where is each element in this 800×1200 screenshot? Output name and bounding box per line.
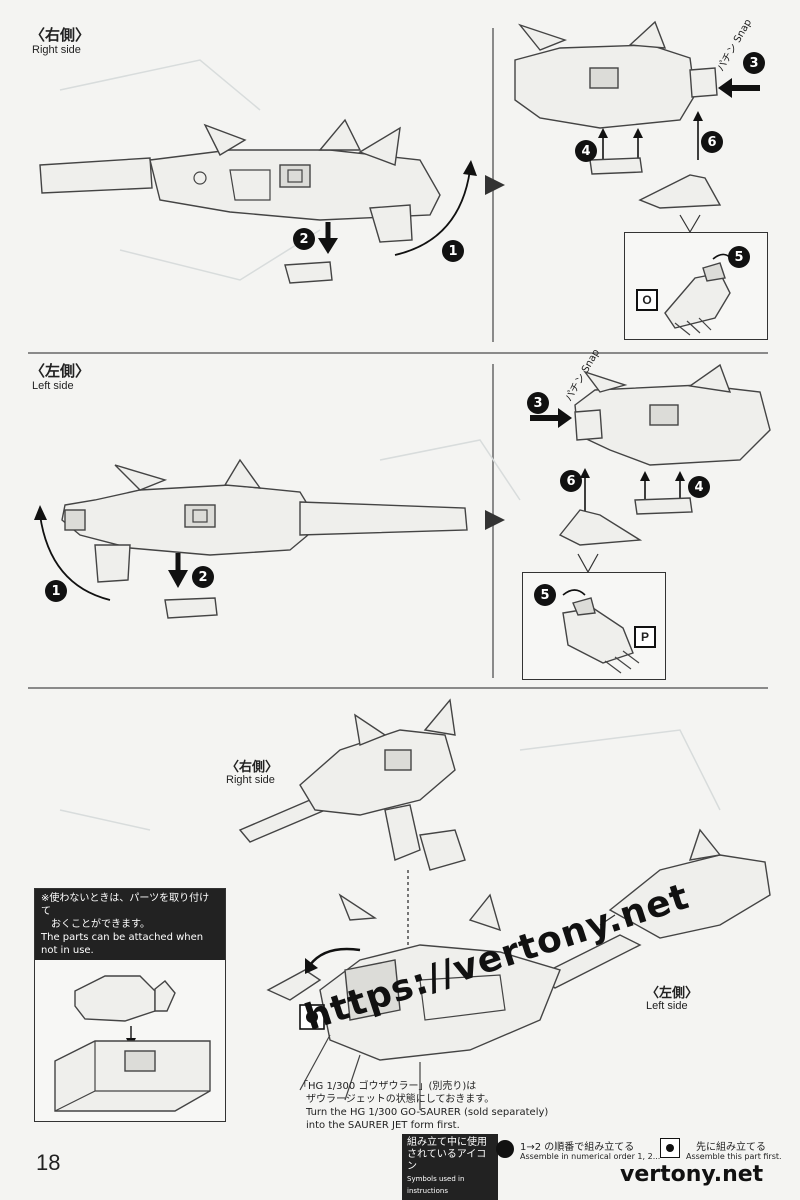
- step-3-badge: 3: [527, 392, 549, 414]
- step-5-badge: 5: [728, 246, 750, 268]
- footnote-en-line2: into the SAURER JET form first.: [306, 1120, 460, 1131]
- legend-numeric-jp: 1→2 の順番で組み立てる: [520, 1142, 635, 1153]
- legend-head-en: Symbols used in instructions: [407, 1175, 465, 1195]
- step-4-badge: 4: [688, 476, 710, 498]
- section-divider: [28, 687, 768, 689]
- step-2-badge: 2: [293, 228, 315, 250]
- part-letter-o: O: [636, 289, 658, 311]
- legend-first-icon: [660, 1138, 680, 1158]
- final-right-label-jp: 〈右側〉: [226, 760, 279, 775]
- step-6-badge: 6: [701, 131, 723, 153]
- step-6-badge: 6: [560, 470, 582, 492]
- final-left-label-en: Left side: [646, 1000, 688, 1012]
- step-4-badge: 4: [575, 140, 597, 162]
- legend-numeric-en: Assemble in numerical order 1, 2...: [520, 1152, 661, 1161]
- final-right-label-en: Right side: [226, 774, 275, 786]
- weapon-left-illustration: [34, 363, 771, 631]
- step-2-badge: 2: [192, 566, 214, 588]
- footnote-jp-line2: ザウラージェットの状態にしておきます。: [306, 1094, 495, 1105]
- legend-head-jp-line2: されているアイコン: [407, 1149, 487, 1172]
- left-side-label-en: Left side: [32, 380, 74, 392]
- page-number: 18: [36, 1150, 61, 1175]
- step-3-badge: 3: [743, 52, 765, 74]
- legend-first-en: Assemble this part first.: [686, 1152, 782, 1161]
- legend-header: 組み立て中に使用 されているアイコン Symbols used in instr…: [402, 1134, 498, 1200]
- right-side-label-en: Right side: [32, 44, 81, 56]
- watermark-corner: vertony.net: [620, 1162, 764, 1187]
- part-letter-p: P: [634, 626, 656, 648]
- left-side-label-jp: 〈左側〉: [30, 362, 91, 380]
- storage-note-jp-line1: ※使わないときは、パーツを取り付けて: [41, 893, 210, 917]
- step-1-badge: 1: [45, 580, 67, 602]
- section-divider: [28, 352, 768, 354]
- legend-first-jp: 先に組み立てる: [696, 1142, 766, 1153]
- right-side-label-jp: 〈右側〉: [30, 26, 91, 44]
- storage-note-header: ※使わないときは、パーツを取り付けて おくことができます。 The parts …: [35, 889, 225, 960]
- step-5-badge: 5: [534, 584, 556, 606]
- saurer-jet-footnote: 「HG 1/300 ゴウザウラー」(別売り)は ザウラージェットの状態にしておき…: [298, 1080, 548, 1132]
- final-assembly-illustration: [59, 698, 771, 1110]
- footnote-en-line1: Turn the HG 1/300 GO-SAURER (sold separa…: [306, 1107, 549, 1118]
- storage-note-jp-line2: おくことができます。: [51, 919, 150, 930]
- storage-note-box: ※使わないときは、パーツを取り付けて おくことができます。 The parts …: [34, 888, 226, 1122]
- storage-note-en: The parts can be attached when not in us…: [41, 932, 204, 956]
- footnote-jp-line1: 「HG 1/300 ゴウザウラー」(別売り)は: [298, 1081, 477, 1092]
- legend-numeric-icon: [496, 1140, 514, 1158]
- weapon-right-illustration: [39, 20, 760, 284]
- legend-head-jp-line1: 組み立て中に使用: [407, 1137, 487, 1148]
- final-left-label-jp: 〈左側〉: [646, 986, 699, 1001]
- step-1-badge: 1: [442, 240, 464, 262]
